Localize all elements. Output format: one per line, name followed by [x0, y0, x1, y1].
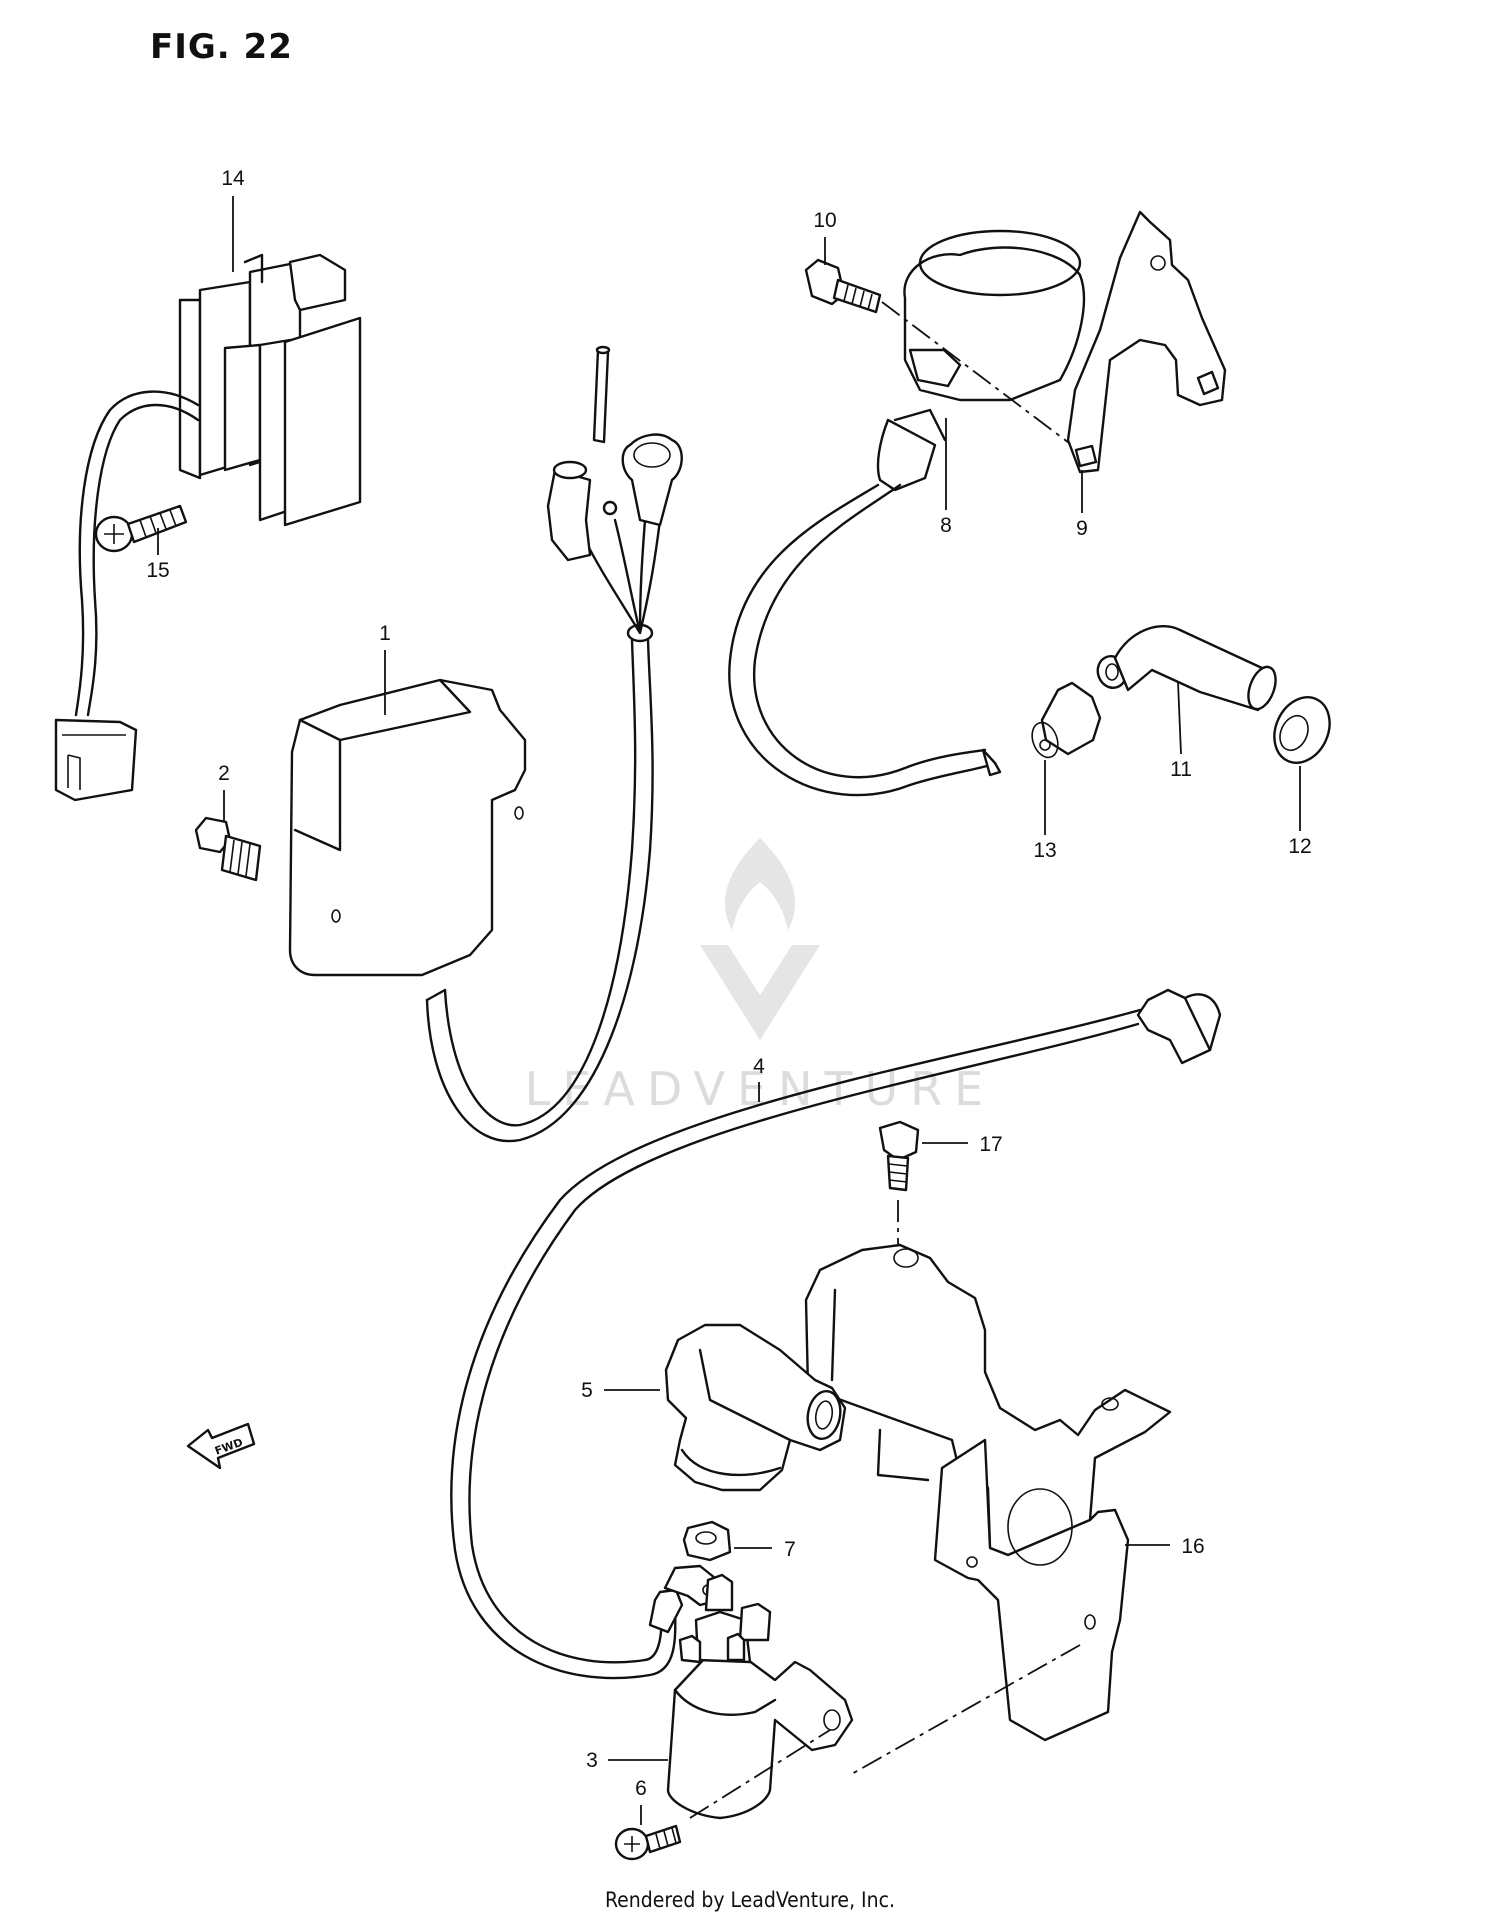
svg-text:5: 5 [581, 1379, 593, 1402]
callout-8: 8 [940, 418, 952, 537]
bracket-part-9 [1066, 210, 1227, 474]
callout-10: 10 [813, 209, 837, 265]
svg-text:17: 17 [979, 1133, 1002, 1156]
svg-text:7: 7 [784, 1538, 796, 1561]
svg-text:13: 13 [1033, 839, 1056, 862]
svg-text:9: 9 [1076, 517, 1088, 540]
screw-part-15 [94, 504, 188, 553]
callout-16: 16 [1125, 1535, 1205, 1558]
ignition-coil-part-8 [728, 229, 1086, 797]
svg-text:16: 16 [1181, 1535, 1204, 1558]
spark-plug-cap-part-11 [1096, 625, 1277, 712]
footer-credit: Rendered by LeadVenture, Inc. [605, 1888, 895, 1912]
figure-title: FIG. 22 [150, 27, 293, 67]
grommet-part-13 [1031, 681, 1102, 759]
screw-part-6 [614, 1729, 831, 1861]
nut-part-7 [682, 1520, 732, 1562]
svg-text:3: 3 [586, 1749, 598, 1772]
svg-text:6: 6 [635, 1777, 647, 1800]
callout-6: 6 [635, 1777, 647, 1825]
starter-relay-part-3 [666, 1573, 854, 1820]
callout-1: 1 [379, 622, 391, 715]
callout-13: 13 [1033, 760, 1057, 862]
bracket-part-16 [804, 1243, 1172, 1776]
callout-12: 12 [1288, 766, 1312, 858]
terminal-cover-part-5 [664, 1323, 847, 1492]
svg-text:14: 14 [221, 167, 245, 190]
svg-text:11: 11 [1170, 758, 1192, 781]
callout-17: 17 [922, 1133, 1003, 1156]
callout-4: 4 [753, 1055, 765, 1102]
callout-3: 3 [586, 1749, 668, 1772]
direction-arrow: FWD [186, 1422, 256, 1470]
regulator-rectifier-part-14 [54, 253, 362, 802]
svg-text:8: 8 [940, 514, 952, 537]
callout-15: 15 [146, 528, 170, 582]
svg-text:15: 15 [146, 559, 169, 582]
svg-text:10: 10 [813, 209, 836, 232]
callout-2: 2 [218, 762, 230, 822]
plug-cover-part-12 [1273, 696, 1331, 764]
callout-14: 14 [221, 167, 245, 272]
svg-text:4: 4 [753, 1055, 765, 1078]
callout-7: 7 [734, 1538, 796, 1561]
callout-5: 5 [581, 1379, 660, 1402]
callout-9: 9 [1076, 470, 1088, 540]
cdi-unit-part-1 [288, 345, 683, 1143]
svg-text:2: 2 [218, 762, 230, 785]
callout-11: 11 [1170, 681, 1192, 781]
svg-text:12: 12 [1288, 835, 1311, 858]
svg-text:1: 1 [379, 622, 391, 645]
starter-cable-part-4 [450, 988, 1222, 1680]
bolt-part-17 [878, 1120, 920, 1245]
bolt-part-2 [194, 816, 262, 882]
bolt-part-10 [804, 258, 1086, 456]
